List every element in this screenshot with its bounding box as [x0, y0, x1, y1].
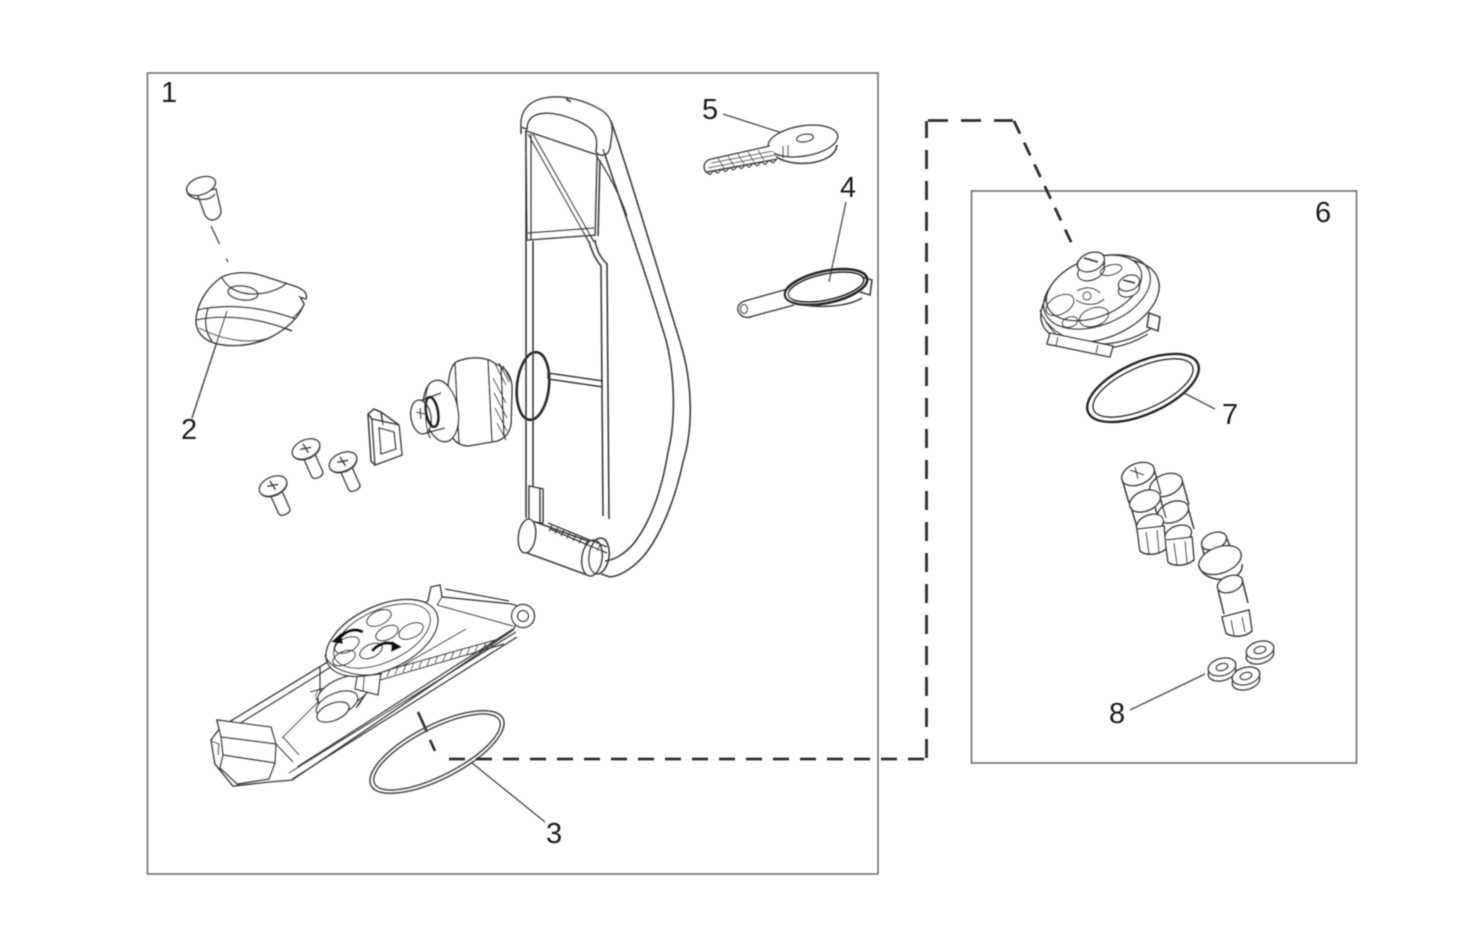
svg-text:5: 5 — [702, 94, 718, 126]
svg-text:4: 4 — [840, 172, 856, 204]
svg-text:7: 7 — [1222, 399, 1238, 431]
svg-text:1: 1 — [161, 77, 177, 109]
svg-text:8: 8 — [1109, 698, 1125, 730]
svg-text:3: 3 — [546, 818, 562, 850]
svg-text:2: 2 — [181, 414, 197, 446]
svg-text:6: 6 — [1315, 197, 1331, 229]
